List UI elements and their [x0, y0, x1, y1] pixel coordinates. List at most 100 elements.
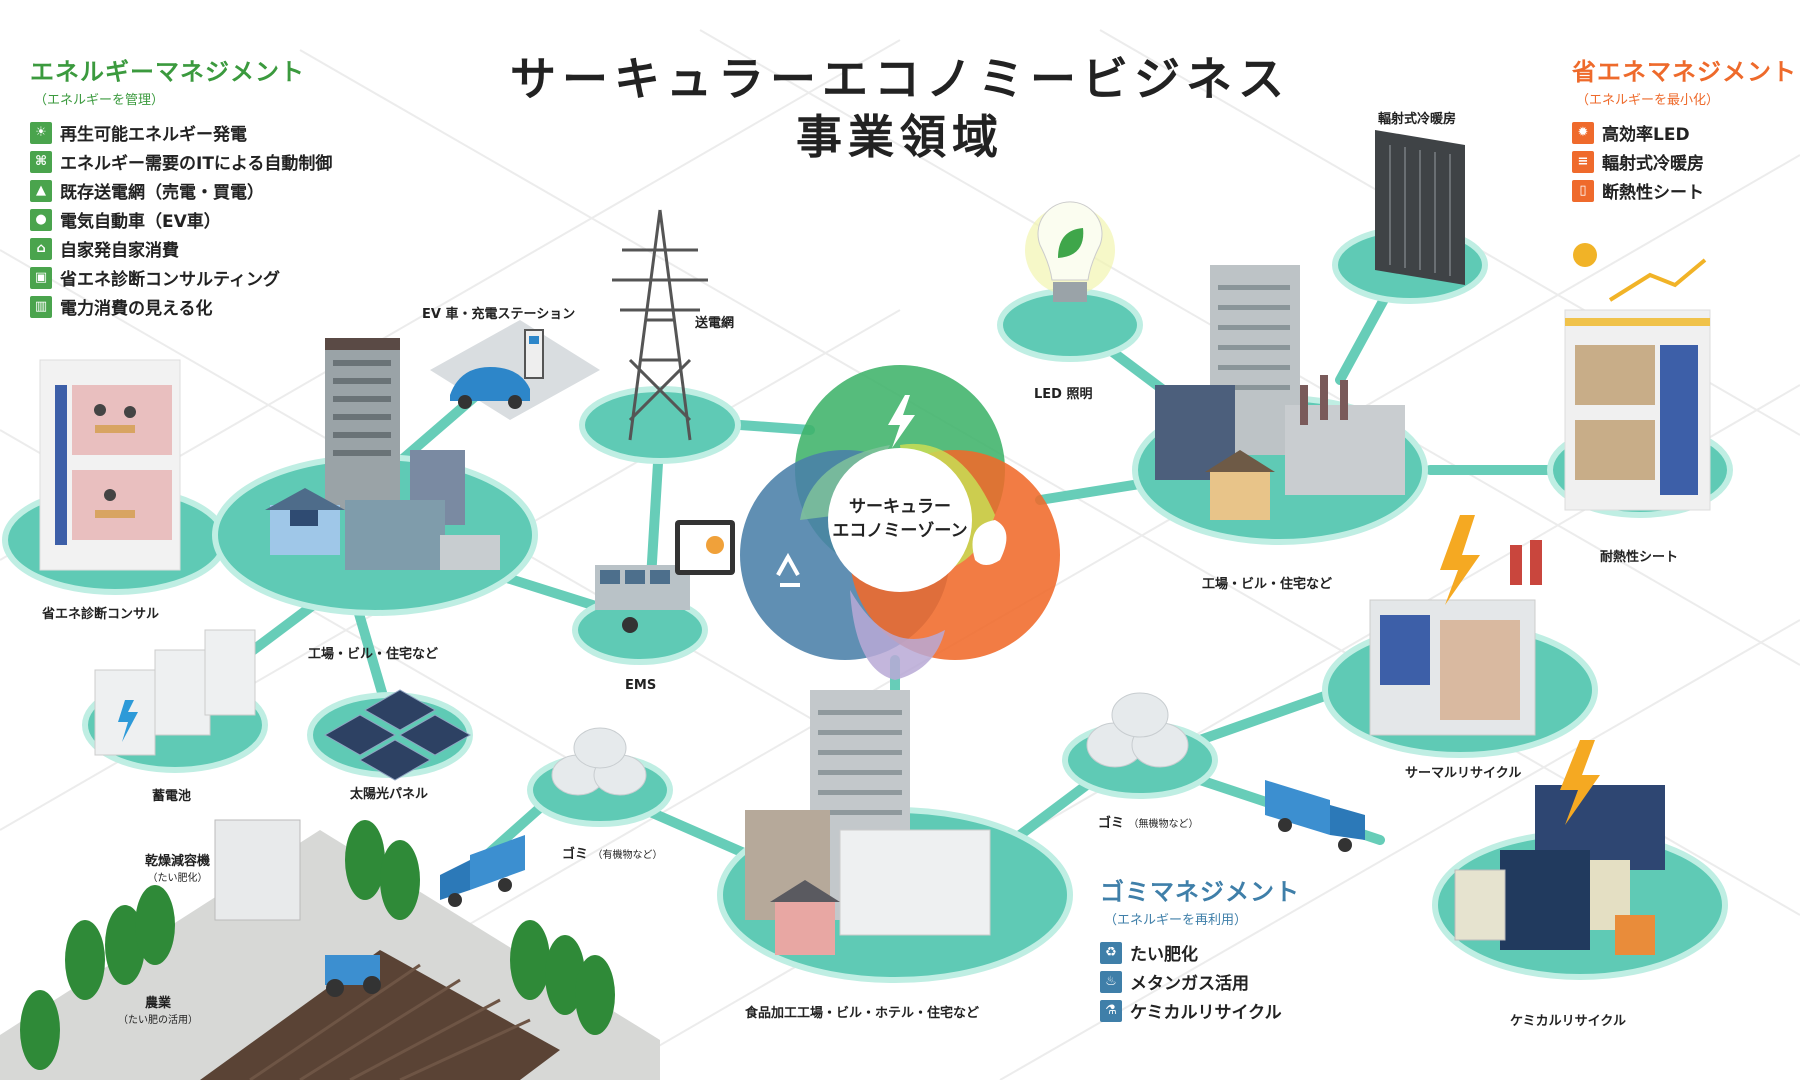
factory-right-illustration: [1155, 265, 1405, 520]
lightning-icon: [888, 395, 915, 448]
venn-center-line1: サーキュラー: [849, 497, 951, 517]
platform-grid: [579, 386, 741, 464]
label-food-factory: 食品加工工場・ビル・ホテル・住宅など: [745, 1006, 980, 1021]
list-item-label: 電力消費の見える化: [60, 299, 213, 319]
venn-center-label: サーキュラー エコノミーゾーン: [820, 495, 980, 543]
agriculture-illustration: [0, 819, 660, 1080]
list-item-label: 再生可能エネルギー発電: [60, 125, 247, 145]
list-item-label: 自家発自家消費: [60, 241, 179, 261]
label-agriculture: 農業 （たい肥の活用）: [118, 992, 198, 1026]
battery-illustration: [94, 629, 256, 756]
list-item-label: 輻射式冷暖房: [1602, 154, 1704, 174]
list-item: ♨ メタンガス活用: [1100, 967, 1300, 996]
house-power-icon: ⌂: [30, 237, 52, 260]
waste-management-subheading: （エネルギーを再利用）: [1104, 913, 1248, 928]
truck-right-illustration: [1265, 780, 1365, 852]
list-item: ⌘エネルギー需要のITによる自動制御: [30, 147, 332, 176]
label-waste-organic-sub: （有機物など）: [592, 850, 663, 861]
venn-center-line2: エコノミーゾーン: [832, 521, 968, 541]
label-solar-panel: 太陽光パネル: [350, 787, 429, 802]
list-item: ● 電気自動車（EV車）: [30, 205, 332, 234]
list-item: ▥ 電力消費の見える化: [30, 292, 332, 321]
list-item-label: 電気自動車（EV車）: [60, 212, 221, 232]
list-item-label: 断熱性シート: [1602, 183, 1704, 203]
truck-left-illustration: [440, 835, 525, 907]
energy-management-heading: エネルギーマネジメント: [30, 58, 305, 86]
label-chemical-recycle: ケミカルリサイクル: [1510, 1014, 1626, 1029]
venn-center: [828, 448, 972, 592]
waste-bags-organic-illustration: [551, 727, 647, 796]
label-waste-inorganic: ゴミ （無機物など）: [1098, 812, 1199, 831]
list-item-label: メタンガス活用: [1130, 974, 1249, 994]
solar-power-icon: ☀: [30, 121, 52, 144]
food-factory-illustration: [745, 690, 991, 955]
light-bulb-icon: ✹: [1572, 121, 1594, 144]
consulting-building-illustration: [39, 359, 181, 571]
insulation-sheet-icon: ▯: [1572, 179, 1594, 202]
label-dryer: 乾燥減容機 （たい肥化）: [145, 850, 210, 884]
ems-illustration: [595, 520, 735, 633]
led-bulb-illustration: [1025, 201, 1115, 302]
page-title-line2: 事業領域: [796, 110, 1004, 164]
list-item: ☀ 再生可能エネルギー発電: [30, 118, 332, 147]
energy-management-list: ☀ 再生可能エネルギー発電 ⌘エネルギー需要のITによる自動制御 ▲ 既存送電網（売…: [30, 118, 332, 321]
energy-management-subheading: （エネルギーを管理）: [34, 93, 165, 108]
heat-sheet-building-illustration: [1564, 243, 1711, 511]
waste-management-panel: ゴミマネジメント （エネルギーを再利用） ♻ たい肥化 ♨ メタンガス活用 ⚗ ケミカ…: [1100, 872, 1300, 1025]
list-item: ▣ 省エネ診断コンサルティング: [30, 263, 332, 292]
saving-management-heading: 省エネマネジメント: [1572, 58, 1797, 86]
saving-management-subheading: （エネルギーを最小化）: [1576, 93, 1720, 108]
label-agriculture-main: 農業: [144, 996, 171, 1011]
energy-management-panel: エネルギーマネジメント （エネルギーを管理） ☀ 再生可能エネルギー発電 ⌘エネル…: [30, 52, 332, 321]
waste-management-heading: ゴミマネジメント: [1100, 878, 1300, 906]
recycle-icon: [776, 552, 800, 587]
label-waste-organic: ゴミ （有機物など）: [562, 843, 663, 862]
label-factory-right: 工場・ビル・住宅など: [1202, 577, 1333, 592]
waste-bags-inorganic-illustration: [1086, 692, 1189, 768]
list-item-label: 既存送電網（売電・買電）: [60, 183, 264, 203]
venn-diagram: [740, 365, 1060, 680]
waste-management-list: ♻ たい肥化 ♨ メタンガス活用 ⚗ ケミカルリサイクル: [1100, 938, 1300, 1025]
list-item: ✹ 高効率LED: [1572, 118, 1797, 147]
transmission-tower-icon: ▲: [30, 179, 52, 202]
label-battery: 蓄電池: [152, 789, 192, 804]
label-thermal-recycle: サーマルリサイクル: [1405, 766, 1522, 781]
chemical-recycle-illustration: [1454, 740, 1665, 955]
label-waste-inorganic-sub: （無機物など）: [1128, 819, 1199, 830]
list-item: ⚗ ケミカルリサイクル: [1100, 996, 1300, 1025]
label-ems: EMS: [625, 678, 657, 693]
list-item-label: たい肥化: [1130, 945, 1198, 965]
list-item-label: 省エネ診断コンサルティング: [60, 270, 280, 290]
transmission-tower-illustration: [612, 209, 708, 441]
list-item: ⌂ 自家発自家消費: [30, 234, 332, 263]
label-consulting: 省エネ診断コンサル: [42, 607, 160, 622]
label-dryer-main: 乾燥減容機: [145, 854, 211, 869]
list-item: ≡ 輻射式冷暖房: [1572, 147, 1797, 176]
label-dryer-sub: （たい肥化）: [147, 873, 208, 884]
label-heat-sheet: 耐熱性シート: [1600, 550, 1679, 565]
chemical-recycle-icon: ⚗: [1100, 999, 1122, 1022]
list-item-label: ケミカルリサイクル: [1130, 1003, 1282, 1023]
list-item-label: 高効率LED: [1602, 125, 1690, 145]
electric-car-icon: ●: [30, 208, 52, 231]
label-grid: 送電網: [695, 316, 735, 331]
chart-icon: ▥: [30, 295, 52, 318]
list-item: ▯ 断熱性シート: [1572, 176, 1797, 205]
radiator-icon: ≡: [1572, 150, 1594, 173]
list-item: ▲ 既存送電網（売電・買電）: [30, 176, 332, 205]
list-item: ♻ たい肥化: [1100, 938, 1300, 967]
label-ev-station: EV 車・充電ステーション: [422, 307, 576, 322]
page-title: サーキュラーエコノミービジネス 事業領域: [480, 50, 1320, 166]
saving-management-list: ✹ 高効率LED ≡ 輻射式冷暖房 ▯ 断熱性シート: [1572, 118, 1797, 205]
compost-icon: ♻: [1100, 941, 1122, 964]
network-control-icon: ⌘: [30, 150, 52, 173]
radiant-panel-illustration: [1375, 130, 1465, 285]
saving-management-panel: 省エネマネジメント （エネルギーを最小化） ✹ 高効率LED ≡ 輻射式冷暖房 ▯ 断…: [1572, 52, 1797, 205]
page-title-line1: サーキュラーエコノミービジネス: [510, 52, 1290, 106]
label-agriculture-sub: （たい肥の活用）: [118, 1015, 198, 1026]
gas-flame-icon: ♨: [1100, 970, 1122, 993]
ev-station-illustration: [430, 320, 600, 420]
consulting-icon: ▣: [30, 266, 52, 289]
factory-left-illustration: [265, 338, 500, 570]
